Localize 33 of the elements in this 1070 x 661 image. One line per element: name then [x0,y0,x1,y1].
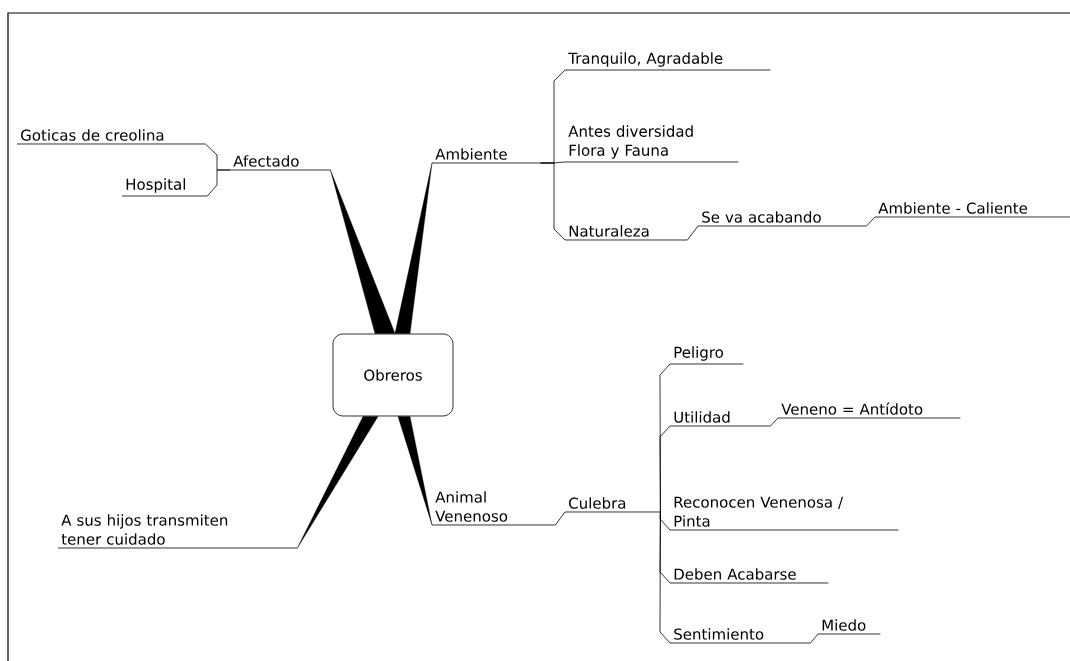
branch-label: A sus hijos transmiten tener cuidado [57,514,298,549]
branch-line [810,633,819,644]
branch-label: Goticas de creolina [16,129,206,145]
main-branch [397,416,433,526]
branch-label: Animal Venenoso [431,491,556,526]
branch-line [866,216,876,227]
branch-label: Ambiente [431,148,541,164]
branch-label: Sentimiento [669,628,811,644]
branch-line [207,169,231,197]
branch-label: Ambiente - Caliente [874,202,1070,218]
branch-line [555,511,566,526]
branch-label: Veneno = Antídoto [777,402,961,419]
branch-label: Peligro [669,346,744,365]
branch-label: Deben Acabarse [669,568,829,584]
branch-label: Naturaleza [564,225,688,241]
branch-label: Utilidad [669,411,771,427]
main-branch [297,416,379,549]
branch-line [659,511,671,644]
branch-line [659,425,671,513]
branch-label: Culebra [564,497,661,513]
branch-line [540,162,566,241]
branch-label: Antes diversidad Flora y Fauna [564,125,739,163]
branch-label: Afectado [229,155,331,171]
branch-line [770,417,779,427]
branch-label: Reconocen Venenosa / Pinta [669,496,899,531]
main-branch [394,162,433,334]
branch-label: Miedo [817,619,881,635]
main-branch [330,169,396,334]
central-topic-box: Obreros [332,333,454,417]
branch-line [687,225,699,241]
branch-label: Hospital [121,178,208,197]
branch-label: Tranquilo, Agradable [564,52,771,71]
branch-label: Se va acabando [697,211,867,227]
